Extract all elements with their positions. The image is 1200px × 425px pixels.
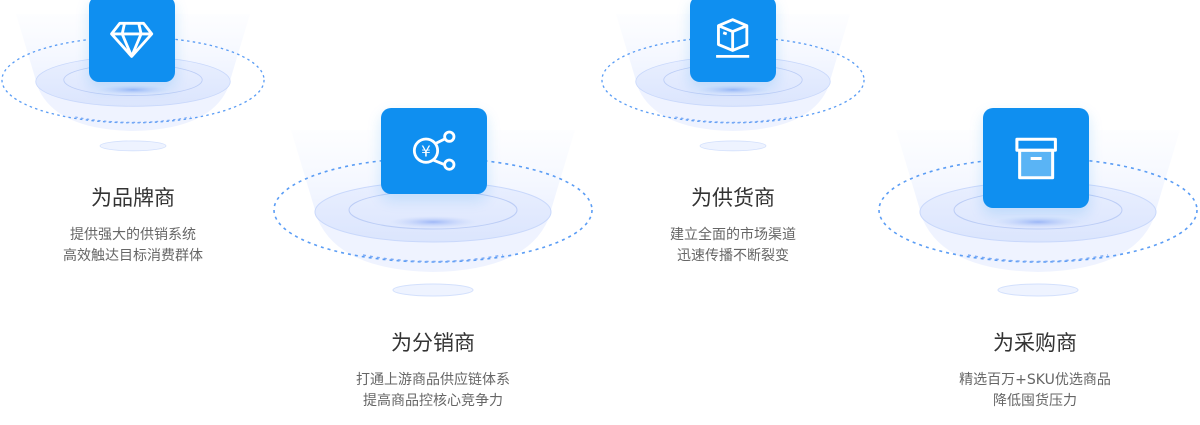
card-desc-line: 提供强大的供销系统 [70,227,196,243]
card-title: 为采购商 [993,331,1077,355]
card-desc-line: 高效触达目标消费群体 [63,248,203,264]
card-desc-line: 降低囤货压力 [993,393,1077,409]
card-title: 为供货商 [691,186,775,210]
card-desc-line: 建立全面的市场渠道 [670,227,796,243]
diamond-icon [89,0,175,82]
card-desc-line: 迅速传播不断裂变 [677,248,789,264]
package-icon [690,0,776,82]
card-desc-line: 提高商品控核心竞争力 [363,393,503,409]
card-title: 为分销商 [391,331,475,355]
yuan-network-icon: ¥ [381,108,487,194]
card-desc-line: 精选百万+SKU优选商品 [959,372,1111,388]
card-title: 为品牌商 [91,186,175,210]
archive-box-icon [983,108,1089,208]
svg-text:¥: ¥ [421,143,431,161]
card-desc-line: 打通上游商品供应链体系 [356,372,510,388]
